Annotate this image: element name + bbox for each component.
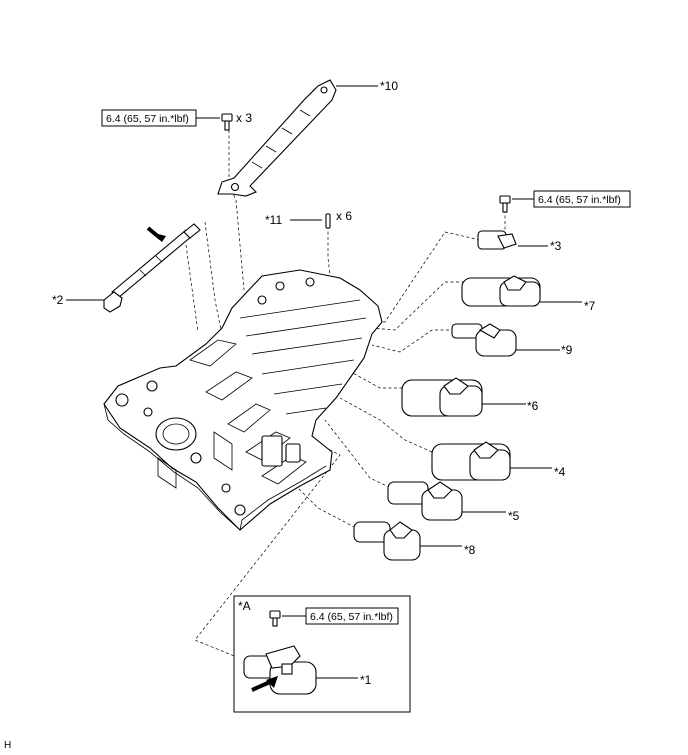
bolt-icon [221,113,233,131]
callout-6: *6 [527,399,539,413]
callout-1: *1 [360,673,372,687]
detail-box-a: *A 6.4 (65, 57 in.*lbf) *1 [233,595,411,713]
callout-2: *2 [52,293,64,307]
torque-spec-detail: 6.4 (65, 57 in.*lbf) [310,611,393,623]
callout-11: *11 [265,213,282,227]
part-9-solenoid [451,323,517,357]
callout-7: *7 [584,299,596,313]
qty-bolts-top: x 3 [236,111,252,125]
part-3-solenoid [477,230,517,250]
part-5-solenoid [387,481,463,521]
part-8-solenoid [353,521,421,561]
part-2-manual-valve-shaft [103,223,201,313]
arrow-icon [146,226,166,242]
part-4-solenoid [431,441,511,481]
callout-3: *3 [550,239,562,253]
callout-10: *10 [380,79,398,93]
bolt-icon [499,195,511,213]
torque-spec-right: 6.4 (65, 57 in.*lbf) [538,194,621,206]
bolt-icon [269,610,281,627]
callout-a: *A [238,599,251,613]
part-6-solenoid [401,377,483,417]
callout-8: *8 [464,543,476,557]
valve-body [103,269,383,531]
part-10-bracket [217,79,337,197]
callout-9: *9 [561,343,573,357]
callout-5: *5 [508,509,520,523]
callout-4: *4 [554,465,566,479]
part-7-solenoid [461,275,541,307]
arrow-icon [251,676,278,692]
part-11-pin [325,213,331,229]
part-1-solenoid [243,645,317,695]
qty-pins: x 6 [336,209,352,223]
torque-box-top: 6.4 (65, 57 in.*lbf) [101,109,197,127]
torque-spec-top: 6.4 (65, 57 in.*lbf) [106,113,189,125]
figure-code: H [4,740,11,751]
torque-box-right: 6.4 (65, 57 in.*lbf) [533,190,631,208]
